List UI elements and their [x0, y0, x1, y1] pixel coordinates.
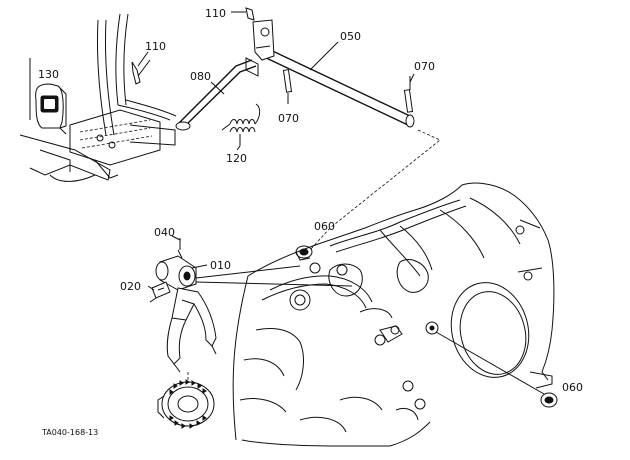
connector-line-fork-2 [195, 265, 301, 279]
shift-coupler-gear [157, 372, 215, 429]
label-050: 050 [340, 30, 361, 43]
set-screw-020 [149, 281, 171, 303]
label-110-top: 110 [205, 7, 226, 20]
arm-rod-080 [175, 57, 259, 131]
shift-shaft-050 [252, 19, 415, 128]
label-020: 020 [120, 280, 141, 293]
pin-070-left [282, 69, 293, 104]
label-060-lower: 060 [562, 381, 583, 394]
connector-line-shaft [309, 129, 441, 251]
connector-line-fork [195, 281, 353, 287]
pedal-pad-130 [29, 58, 67, 135]
label-080: 080 [190, 70, 211, 83]
label-010: 010 [210, 259, 231, 272]
pedal-frame-assembly [19, 13, 177, 182]
oil-seal-060-upper [295, 245, 313, 261]
pin-070-right [403, 76, 414, 113]
transmission-housing [232, 182, 555, 447]
shift-fork-010 [155, 255, 217, 373]
label-130: 130 [38, 68, 59, 81]
oil-seal-060-lower [435, 331, 558, 408]
label-070-left: 070 [278, 112, 299, 125]
label-060-upper: 060 [314, 220, 335, 233]
label-070-right: 070 [414, 60, 435, 73]
fork-pin-040 [177, 238, 183, 259]
label-110-left: 110 [145, 40, 166, 53]
label-040: 040 [154, 226, 175, 239]
return-spring-120 [221, 103, 261, 146]
figure-code: TA040-168-13 [41, 428, 98, 437]
label-120: 120 [226, 152, 247, 165]
leader-lines [137, 11, 415, 291]
spring-pin-110-top [240, 7, 255, 21]
